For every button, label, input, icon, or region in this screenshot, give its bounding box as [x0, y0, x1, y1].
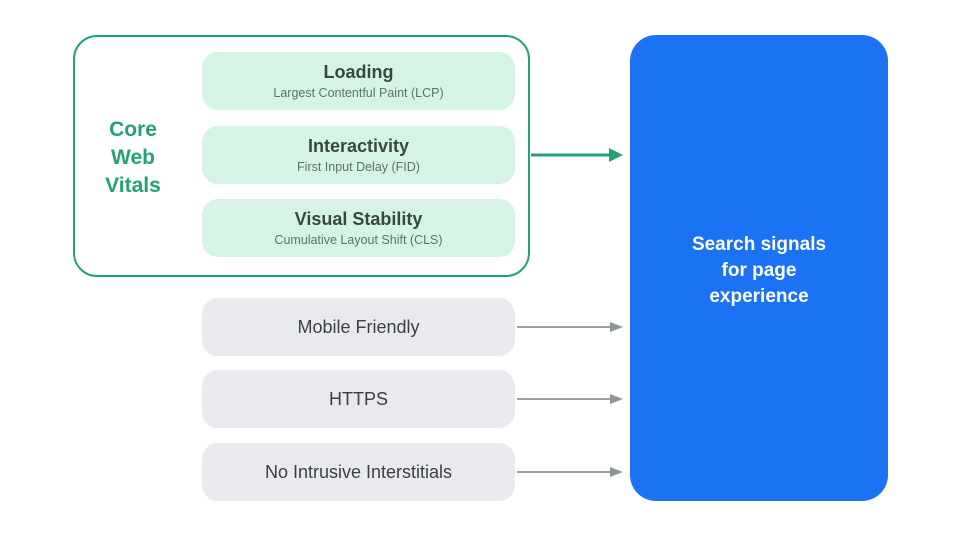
arrow-right-icon-no-intrusive-interstitials	[517, 466, 623, 478]
search-signals-label-line: for page	[721, 260, 797, 281]
vital-card-subtitle: Largest Contentful Paint (LCP)	[273, 86, 444, 100]
search-signals-label-line: experience	[709, 286, 809, 307]
vital-card-loading: Loading Largest Contentful Paint (LCP)	[202, 52, 515, 110]
arrow-head	[610, 322, 623, 332]
arrow-line	[517, 471, 612, 473]
signal-card-label: HTTPS	[328, 388, 388, 409]
core-web-vitals-label-line: Web	[111, 146, 155, 169]
vital-card-title: Interactivity	[307, 136, 410, 156]
vital-card-visual-stability: Visual Stability Cumulative Layout Shift…	[202, 199, 515, 257]
search-signals-label: Search signals for page experience	[630, 232, 888, 310]
core-web-vitals-label-line: Vitals	[105, 174, 161, 197]
signal-card-https: HTTPS	[202, 370, 515, 428]
arrow-right-icon-core-web-vitals	[531, 147, 623, 163]
arrow-head	[610, 394, 623, 404]
core-web-vitals-label-line: Core	[109, 118, 157, 141]
search-signals-box: Search signals for page experience	[630, 35, 888, 501]
search-signals-label-line: Search signals	[691, 234, 827, 255]
core-web-vitals-label: Core Web Vitals	[77, 116, 189, 200]
arrow-line	[517, 326, 612, 328]
arrow-head	[610, 467, 623, 477]
arrow-right-icon-mobile-friendly	[517, 321, 623, 333]
signal-card-label: No Intrusive Interstitials	[264, 461, 453, 482]
arrow-head	[609, 148, 623, 162]
vital-card-title: Loading	[323, 62, 394, 82]
vital-card-interactivity: Interactivity First Input Delay (FID)	[202, 126, 515, 184]
signal-card-label: Mobile Friendly	[297, 316, 420, 337]
arrow-line	[517, 398, 612, 400]
arrow-right-icon-https	[517, 393, 623, 405]
signal-card-mobile-friendly: Mobile Friendly	[202, 298, 515, 356]
signal-card-no-intrusive-interstitials: No Intrusive Interstitials	[202, 443, 515, 501]
arrow-line	[531, 153, 611, 157]
vital-card-subtitle: Cumulative Layout Shift (CLS)	[274, 233, 443, 247]
vital-card-title: Visual Stability	[294, 209, 423, 229]
vital-card-subtitle: First Input Delay (FID)	[297, 160, 420, 174]
